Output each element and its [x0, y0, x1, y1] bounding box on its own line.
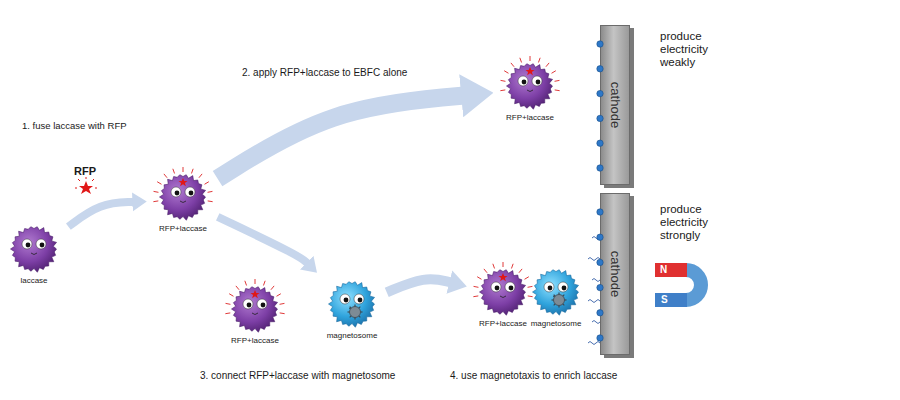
- magnet-pole: S: [661, 294, 668, 306]
- magnetosome-creature: magnetosome: [320, 274, 384, 341]
- mouth: [31, 253, 37, 255]
- eye: [518, 76, 528, 86]
- step-caption: 1. fuse laccase with RFP: [22, 121, 127, 132]
- pupil: [548, 286, 553, 291]
- electrode-label: cathode: [608, 251, 622, 297]
- pupil: [261, 303, 266, 308]
- pupil: [358, 298, 363, 303]
- process-arrow: [68, 202, 133, 227]
- eye: [340, 294, 350, 304]
- fuzzy-body: [329, 282, 375, 328]
- eye: [558, 282, 568, 292]
- step-caption: 2. apply RFP+laccase to EBFC alone: [242, 67, 407, 79]
- mouth: [500, 296, 506, 298]
- electrode-dots: [596, 26, 606, 186]
- creature-label: RFP+laccase: [151, 225, 215, 234]
- enzyme-creature: RFP+laccase: [471, 262, 535, 329]
- creature-figure: [498, 56, 562, 114]
- fuzzy-body: [11, 227, 57, 273]
- process-arrow: [387, 279, 451, 292]
- enzyme-creature: RFP+laccase: [223, 279, 287, 346]
- creature-label: laccase: [2, 277, 66, 286]
- fuzzy-body: [160, 175, 206, 221]
- fuzzy-body: [232, 287, 278, 333]
- rfp-star: [526, 67, 535, 75]
- cathode-plate: cathode: [600, 25, 630, 185]
- rfp-star: [179, 178, 188, 186]
- protein-name: RFP: [74, 165, 96, 178]
- creature-label: RFP+laccase: [471, 320, 535, 329]
- creature-figure: [524, 262, 588, 320]
- eye: [544, 282, 554, 292]
- creature-figure: [320, 274, 384, 332]
- field-wave: [588, 342, 600, 345]
- pupil: [562, 286, 567, 291]
- eye: [185, 187, 195, 197]
- eye: [532, 76, 542, 86]
- mouth: [527, 90, 533, 92]
- eye: [22, 239, 32, 249]
- pupil: [189, 191, 194, 196]
- result-note: produce electricity strongly: [660, 203, 745, 243]
- step-caption: 3. connect RFP+laccase with magnetosome: [200, 370, 395, 382]
- creature-figure: [151, 167, 215, 225]
- magnetic-particle: [552, 293, 567, 308]
- eye: [171, 187, 181, 197]
- eye: [354, 294, 364, 304]
- fuzzy-body: [507, 64, 553, 110]
- electrode-dots: [596, 194, 606, 356]
- pupil: [26, 243, 31, 248]
- enzyme-creature: laccase: [2, 219, 66, 286]
- field-wave: [588, 300, 600, 303]
- creature-label: magnetosome: [524, 320, 588, 329]
- magnet-pole: N: [660, 264, 667, 276]
- process-arrow: [218, 217, 308, 264]
- process-arrow: [218, 95, 465, 178]
- rfp-star: [79, 181, 93, 194]
- pupil: [247, 303, 252, 308]
- creature-figure: [2, 219, 66, 277]
- creature-label: RFP+laccase: [498, 114, 562, 123]
- mouth: [252, 313, 258, 315]
- creature-label: RFP+laccase: [223, 337, 287, 346]
- eye: [36, 239, 46, 249]
- pupil: [509, 286, 514, 291]
- rfp-star: [251, 290, 260, 298]
- enzyme-creature: RFP+laccase: [498, 56, 562, 123]
- magnet: [655, 263, 701, 307]
- pupil: [344, 298, 349, 303]
- creature-figure: [223, 279, 287, 337]
- eye: [505, 282, 515, 292]
- magnetosome-creature: magnetosome: [524, 262, 588, 329]
- pupil: [522, 80, 527, 85]
- result-note: produce electricity weakly: [660, 30, 745, 70]
- fuzzy-body: [533, 270, 579, 316]
- creature-label: magnetosome: [320, 332, 384, 341]
- rfp-star: [499, 273, 508, 281]
- pupil: [40, 243, 45, 248]
- pupil: [495, 286, 500, 291]
- fuzzy-body: [480, 270, 526, 316]
- electrode-label: cathode: [608, 82, 622, 128]
- rfp-star-rays: [75, 177, 97, 188]
- eye: [491, 282, 501, 292]
- step-caption: 4. use magnetotaxis to enrich laccase: [450, 370, 617, 382]
- magnetic-particle: [348, 305, 363, 320]
- pupil: [175, 191, 180, 196]
- mouth: [180, 201, 186, 203]
- enzyme-creature: RFP+laccase: [151, 167, 215, 234]
- eye: [257, 299, 267, 309]
- pupil: [536, 80, 541, 85]
- cathode-plate: cathode: [600, 193, 630, 355]
- eye: [243, 299, 253, 309]
- creature-figure: [471, 262, 535, 320]
